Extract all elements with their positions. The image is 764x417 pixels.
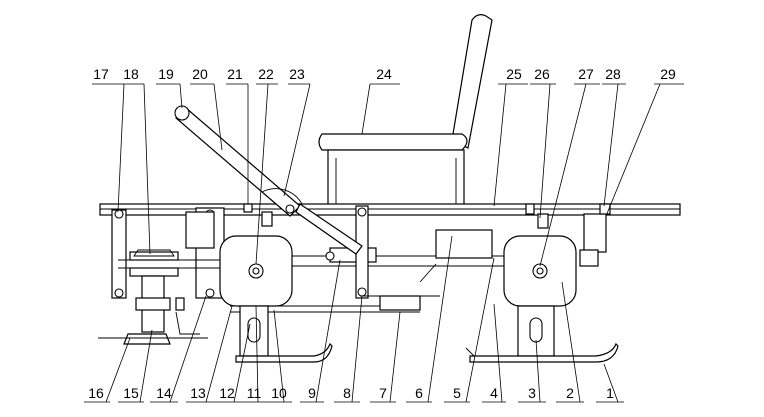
label-6: 6: [415, 385, 423, 401]
seat-cushion: [318, 133, 468, 151]
label-1: 1: [606, 385, 614, 401]
label-17: 17: [93, 66, 109, 82]
label-26: 26: [534, 66, 550, 82]
hand-lever: [174, 105, 303, 217]
top-labels: 17 18 19 20 21 22 23 24 25 26 27 28 29: [93, 66, 676, 82]
label-4: 4: [490, 385, 498, 401]
label-23: 23: [289, 66, 305, 82]
rear-ski-assembly: [465, 305, 619, 363]
label-5: 5: [453, 385, 461, 401]
label-28: 28: [605, 66, 621, 82]
label-22: 22: [258, 66, 274, 82]
seat-base: [327, 149, 465, 207]
rear-ski: [469, 342, 619, 363]
label-21: 21: [227, 66, 243, 82]
drive-linkage: [292, 203, 504, 299]
lever-handle: [175, 107, 301, 217]
main-frame: [99, 203, 681, 216]
seat-backrest: [451, 14, 493, 149]
middle-ski-assembly: [235, 305, 333, 363]
lever-grip: [174, 105, 190, 121]
front-steering: [98, 275, 208, 345]
label-29: 29: [660, 66, 676, 82]
front-housing: [219, 235, 293, 307]
label-3: 3: [528, 385, 536, 401]
rear-housing: [503, 235, 599, 307]
middle-ski: [235, 342, 333, 363]
bottom-labels: 16 15 14 13 12 11 10 9 8 7 6 5 4 3 2 1: [88, 385, 614, 401]
label-12: 12: [219, 385, 235, 401]
label-7: 7: [379, 385, 387, 401]
top-leaders: [92, 83, 684, 267]
label-16: 16: [88, 385, 104, 401]
label-18: 18: [123, 66, 139, 82]
label-25: 25: [506, 66, 522, 82]
label-10: 10: [271, 385, 287, 401]
left-bracket: [111, 209, 127, 299]
label-19: 19: [158, 66, 174, 82]
label-14: 14: [156, 385, 172, 401]
label-24: 24: [376, 66, 392, 82]
label-20: 20: [192, 66, 208, 82]
label-13: 13: [190, 385, 206, 401]
label-11: 11: [247, 385, 262, 401]
label-27: 27: [578, 66, 594, 82]
front-ski: [123, 333, 171, 345]
label-9: 9: [308, 385, 316, 401]
lever-arc: [261, 188, 303, 205]
label-2: 2: [566, 385, 574, 401]
label-8: 8: [343, 385, 351, 401]
label-15: 15: [123, 385, 139, 401]
seat: [318, 14, 493, 207]
bottom-leaders: [84, 235, 624, 403]
